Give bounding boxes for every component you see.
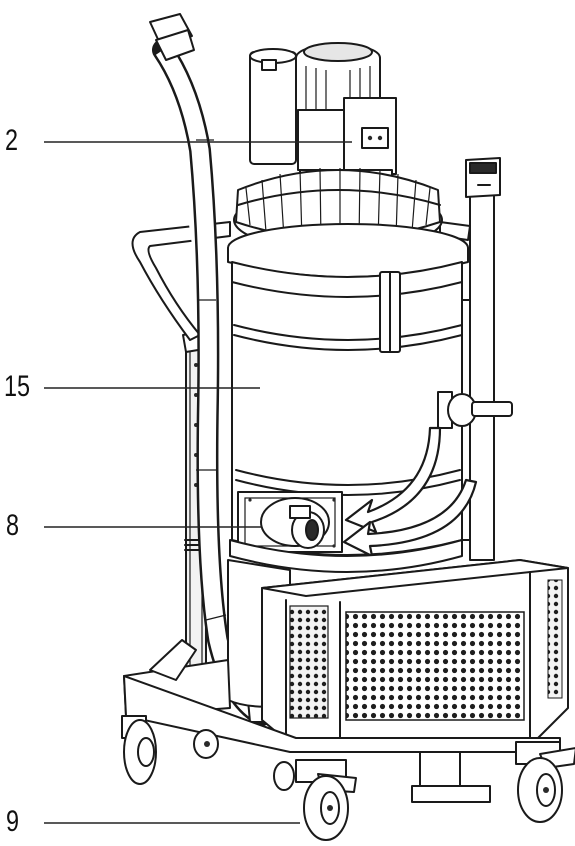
bottom-inlet: [229, 491, 463, 573]
right-post: [455, 157, 501, 561]
callout-9-label: 9: [6, 805, 20, 838]
callout-15-label: 15: [4, 370, 31, 403]
motor-unit: [249, 42, 397, 186]
callout-2-label: 2: [5, 124, 19, 157]
perforated-box: [261, 559, 569, 741]
motor-cage: [227, 167, 469, 278]
airflow-arrows: [342, 426, 478, 558]
callout-8-label: 8: [6, 509, 20, 542]
castor-wheels: [121, 715, 575, 841]
collector-tank: [231, 261, 513, 556]
